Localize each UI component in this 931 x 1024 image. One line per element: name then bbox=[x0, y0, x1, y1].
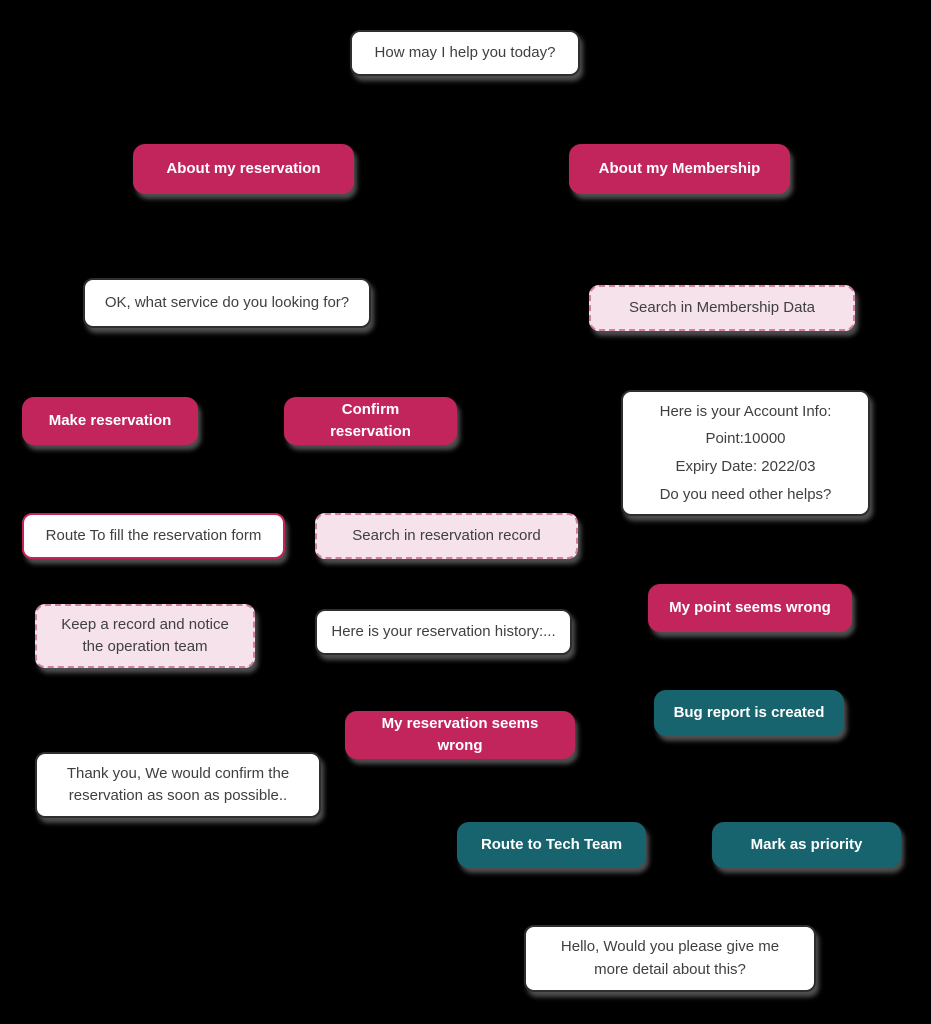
node-process-search-membership: Search in Membership Data bbox=[589, 285, 855, 331]
node-action-route-tech-team: Route to Tech Team bbox=[457, 822, 646, 868]
node-choice-make-reservation: Make reservation bbox=[22, 397, 198, 445]
node-bot-reservation-history: Here is your reservation history:... bbox=[315, 609, 572, 655]
node-action-mark-priority: Mark as priority bbox=[712, 822, 901, 868]
node-choice-my-reservation-wrong: My reservation seems wrong bbox=[345, 711, 575, 759]
node-choice-confirm-reservation: Confirm reservation bbox=[284, 397, 457, 445]
node-bot-route-fill-form: Route To fill the reservation form bbox=[22, 513, 285, 559]
node-process-keep-record: Keep a record and notice the operation t… bbox=[35, 604, 255, 668]
node-bot-how-help: How may I help you today? bbox=[350, 30, 580, 76]
node-action-bug-report: Bug report is created bbox=[654, 690, 844, 736]
node-choice-about-membership: About my Membership bbox=[569, 144, 790, 194]
node-bot-hello-detail: Hello, Would you please give me more det… bbox=[524, 925, 816, 992]
node-process-search-reservation-record: Search in reservation record bbox=[315, 513, 578, 559]
node-bot-thank-you: Thank you, We would confirm the reservat… bbox=[35, 752, 321, 818]
node-bot-account-info: Here is your Account Info: Point:10000 E… bbox=[621, 390, 870, 516]
node-choice-my-point-wrong: My point seems wrong bbox=[648, 584, 852, 632]
node-bot-ok-service: OK, what service do you looking for? bbox=[83, 278, 371, 328]
node-choice-about-reservation: About my reservation bbox=[133, 144, 354, 194]
